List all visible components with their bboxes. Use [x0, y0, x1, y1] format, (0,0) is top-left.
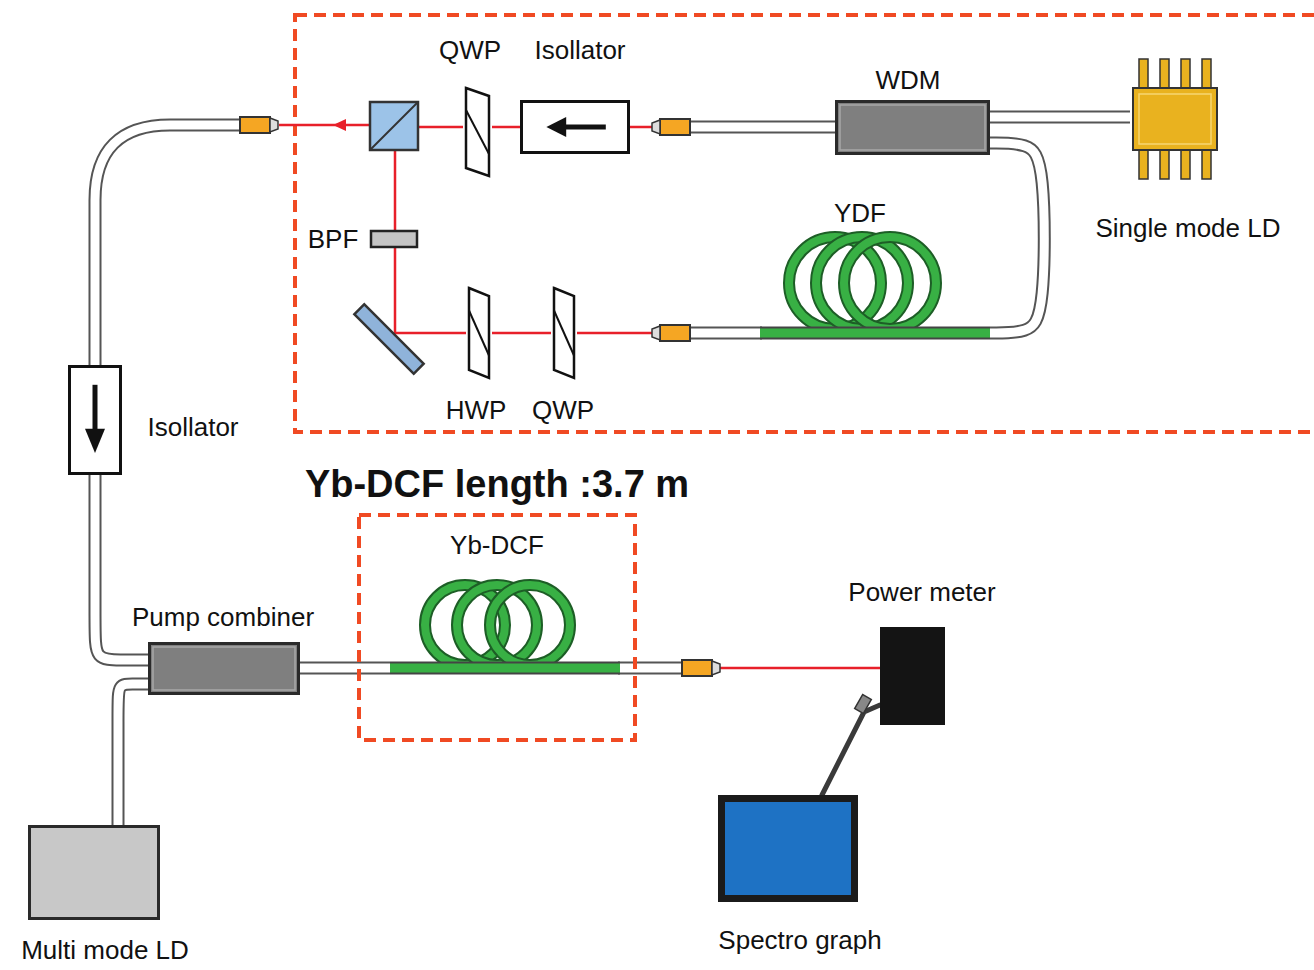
fiber-component — [835, 100, 990, 155]
beam-arrowhead — [333, 119, 346, 131]
component-label: QWP — [532, 396, 594, 425]
fiber-jacket — [300, 662, 390, 675]
mirror — [354, 304, 423, 373]
wave-plate: QWP — [551, 288, 577, 378]
component-label: BPF — [308, 225, 359, 254]
laser-diode — [28, 825, 160, 920]
fiber-jacket — [118, 684, 148, 825]
laser-diode: Single mode LD — [1130, 58, 1220, 180]
laser-beam — [492, 127, 520, 128]
fiber — [618, 668, 686, 669]
section-title: Yb-DCF length :3.7 m — [305, 464, 689, 506]
fiber-coil — [760, 232, 990, 342]
collimator — [652, 325, 690, 341]
fiber-core — [118, 684, 148, 825]
fiber-coil: Yb-DCF — [390, 578, 620, 690]
fiber — [686, 127, 835, 128]
isolator — [520, 100, 630, 154]
cable-plug — [855, 695, 872, 714]
beam-path — [395, 248, 466, 333]
laser-diode: Multi mode LD — [28, 825, 160, 920]
laser-beam — [492, 333, 551, 334]
fiber-core — [990, 113, 1130, 122]
optical-fiber — [95, 475, 148, 660]
cable-path — [822, 705, 880, 795]
bandpass-filter — [370, 230, 418, 248]
component-label: Pump combiner — [132, 603, 314, 632]
fiber-component: Pump combiner — [148, 642, 300, 695]
fiber-core — [990, 143, 1044, 333]
isolator: Isollator — [520, 100, 630, 154]
wave-plate — [551, 288, 577, 378]
optical-fiber — [118, 684, 148, 825]
isolator — [68, 365, 122, 475]
fiber-component — [148, 642, 300, 695]
component-label: Spectro graph — [718, 926, 881, 955]
component-label: HWP — [446, 396, 507, 425]
component-label: YDF — [834, 199, 886, 228]
component-label: QWP — [439, 36, 501, 65]
spectrograph — [718, 795, 858, 902]
wave-plate — [463, 88, 492, 176]
fiber-core — [300, 664, 390, 673]
wave-plate: HWP — [466, 288, 492, 378]
collimator — [652, 119, 690, 135]
beam-path — [492, 332, 551, 335]
beam-splitter-cube — [370, 102, 418, 150]
bandpass-filter: BPF — [370, 230, 418, 248]
fiber — [686, 333, 762, 334]
component-label: Power meter — [848, 578, 995, 607]
laser-diode — [1130, 58, 1220, 180]
collimator — [240, 117, 278, 133]
component-label: Yb-DCF — [450, 531, 544, 560]
output-beam — [279, 124, 370, 127]
fiber-core — [95, 475, 148, 660]
fiber-coil — [390, 578, 620, 690]
component-label: Multi mode LD — [21, 936, 189, 965]
fiber — [95, 125, 244, 365]
signal-cable — [822, 705, 880, 795]
amplifier-boundary: Yb-DCF length :3.7 mYb-DCF — [357, 513, 637, 742]
optical-fiber — [990, 143, 1044, 333]
optical-fiber — [990, 117, 1130, 118]
collimator — [682, 660, 720, 676]
wave-plate: QWP — [463, 88, 492, 176]
fiber-jacket — [990, 143, 1044, 333]
component-label: Isollator — [147, 413, 238, 442]
spectrograph: Spectro graph — [718, 795, 858, 902]
component-label: WDM — [876, 66, 941, 95]
fiber-coil: YDF — [760, 232, 990, 342]
component-label: Isollator — [534, 36, 625, 65]
fiber-component: WDM — [835, 100, 990, 155]
component-label: Single mode LD — [1096, 214, 1281, 243]
oscillator-boundary — [295, 15, 1314, 432]
fiber-jacket — [95, 475, 148, 660]
beam-path — [492, 126, 520, 129]
laser-beam — [395, 248, 466, 333]
wave-plate — [466, 288, 492, 378]
isolator: Isollator — [68, 365, 122, 475]
optical-fiber — [300, 668, 390, 669]
power-meter: Power meter — [880, 627, 945, 725]
power-meter — [880, 627, 945, 725]
fiber-jacket — [990, 111, 1130, 124]
